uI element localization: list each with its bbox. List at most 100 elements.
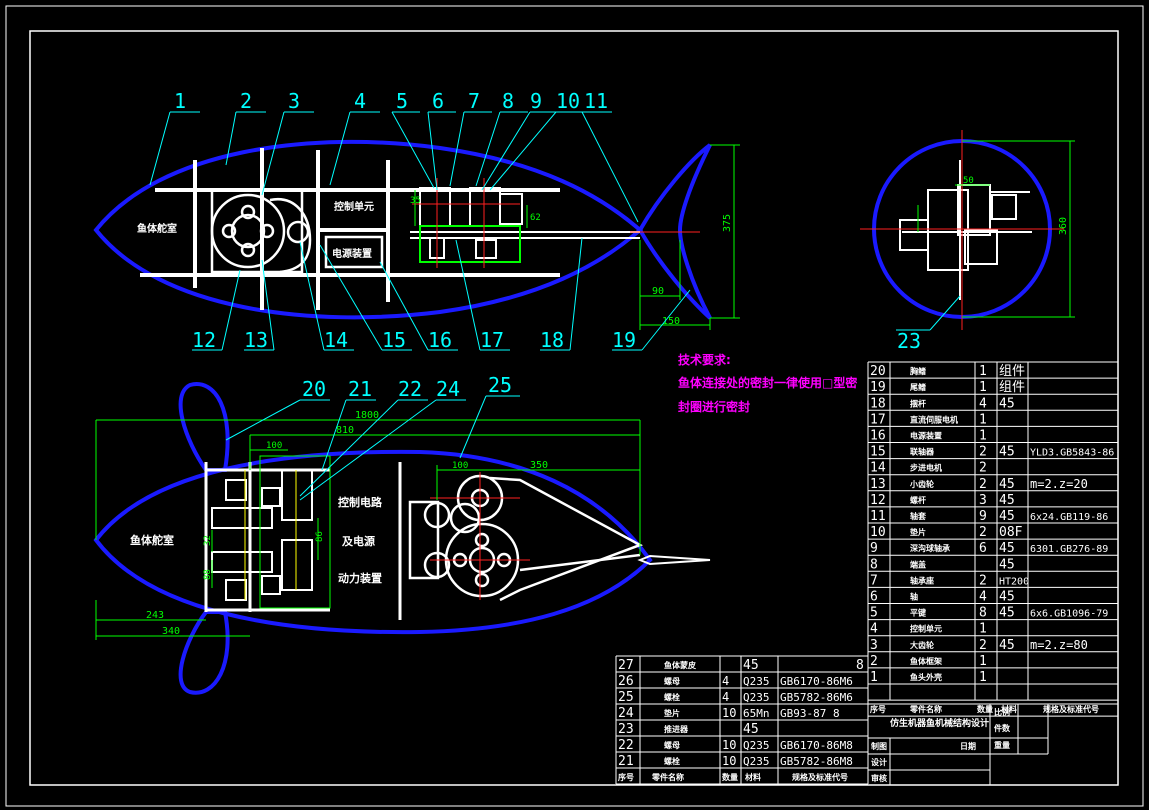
bom-right-no: 13 <box>870 477 886 492</box>
side-gear-assembly <box>210 188 312 274</box>
section-view: 360 50 23 <box>860 130 1075 353</box>
dim-350: 350 <box>530 460 548 471</box>
balloon-9: 9 <box>530 89 542 113</box>
plan-tail-rod <box>637 554 711 566</box>
bom-left-no: 21 <box>618 754 634 769</box>
bom-right-mat: 45 <box>999 590 1015 605</box>
balloon-24: 24 <box>436 377 460 401</box>
bom-left-mat: 45 <box>743 722 759 737</box>
bom-right-qty: 2 <box>979 445 987 460</box>
bom-left-mat: Q235 <box>743 691 770 704</box>
bom-left-no: 26 <box>618 674 634 689</box>
title-block-weight: 重量 <box>994 740 1010 750</box>
bom-left-header-mat: 材料 <box>745 772 761 782</box>
bom-left-no: 25 <box>618 690 634 705</box>
bom-right-name: 端盖 <box>910 559 926 569</box>
dim-100a: 100 <box>266 441 282 451</box>
dim-375: 375 <box>722 214 733 232</box>
bom-right-mat: 45 <box>999 445 1015 460</box>
plan-green-box <box>259 455 331 609</box>
title-block-draw: 制图 <box>871 741 887 751</box>
side-view: 375 90 150 35 62 鱼体舵室 控制单元 电源装置 <box>93 139 740 330</box>
title-block-date: 日期 <box>960 741 976 751</box>
side-balloons-top: 1 2 3 4 5 6 7 8 9 10 11 <box>174 89 608 113</box>
bom-left-no: 24 <box>618 706 634 721</box>
bom-right-name: 胸鳍 <box>910 366 926 376</box>
title-block-parts: 件数 <box>994 723 1011 733</box>
dim-32: 32 <box>203 535 213 546</box>
bom-right-qty: 1 <box>979 622 987 637</box>
bom-right-mat: 组件 <box>999 364 1025 379</box>
bom-right-mat: 45 <box>999 638 1015 653</box>
title-block-scale: 比例 <box>994 707 1010 717</box>
bom-right-mat: HT200 <box>999 576 1029 587</box>
bom-right-mat: 45 <box>999 493 1015 508</box>
bom-left-mat: 65Mn <box>743 707 770 720</box>
bom-right-no: 17 <box>870 412 886 427</box>
plan-gears <box>211 469 313 601</box>
section-centerlines <box>860 130 1064 330</box>
side-label-control: 控制单元 <box>334 200 374 213</box>
bom-right-mat: 组件 <box>999 380 1025 395</box>
bom-left-header-no: 序号 <box>618 772 634 782</box>
side-frame-ribs <box>140 148 560 310</box>
bom-left-name: 推进器 <box>664 724 689 734</box>
bom-right-qty: 2 <box>979 638 987 653</box>
bom-left-qty: 10 <box>722 738 736 752</box>
bom-left-qty: 4 <box>722 674 729 688</box>
side-centerlines <box>412 178 700 268</box>
dim-88: 88 <box>203 569 213 580</box>
bom-left-std: GB93-87 8 <box>780 707 840 720</box>
plan-label-ctrl3: 动力装置 <box>338 571 382 585</box>
section-dimensions <box>917 140 1075 318</box>
tech-notes: 技术要求: 鱼体连接处的密封一律使用□型密 封圈进行密封 <box>678 352 857 414</box>
bom-right-no: 2 <box>870 654 878 669</box>
bom-right-name: 垫片 <box>910 527 926 537</box>
bom-right-qty: 1 <box>979 364 987 379</box>
title-block-check: 审核 <box>871 773 887 783</box>
side-tail-fin <box>637 143 712 320</box>
bom-right-qty: 2 <box>979 477 987 492</box>
bom-right-std: m=2.z=20 <box>1030 477 1088 491</box>
bom-right-no: 16 <box>870 429 886 444</box>
bom-right-qty: 2 <box>979 525 987 540</box>
bom-left-qty: 4 <box>722 690 729 704</box>
bom-left-name: 螺母 <box>664 740 680 750</box>
dim-90: 90 <box>652 286 664 297</box>
bom-right-name: 直流伺服电机 <box>910 414 958 424</box>
dim-360: 360 <box>1058 217 1069 235</box>
bom-right-std: 6x24.GB119-86 <box>1030 512 1108 523</box>
balloon-10: 10 <box>556 89 580 113</box>
balloon-14: 14 <box>324 328 348 352</box>
balloon-12: 12 <box>192 328 216 352</box>
balloon-5: 5 <box>396 89 408 113</box>
bom-left-qty: 10 <box>722 754 736 768</box>
balloon-18: 18 <box>540 328 564 352</box>
bom-right-name: 轴套 <box>910 511 927 521</box>
bom-right-no: 20 <box>870 364 886 379</box>
bom-left-header-qty: 数量 <box>722 772 738 782</box>
plan-label-head: 鱼体舵室 <box>130 533 174 547</box>
bom-right-no: 18 <box>870 396 886 411</box>
side-power-box <box>324 235 384 269</box>
bom-right-qty: 1 <box>979 429 987 444</box>
side-leaders-top <box>149 111 639 223</box>
balloon-20: 20 <box>302 377 326 401</box>
bom-right-no: 11 <box>870 509 886 524</box>
bom-right-no: 14 <box>870 461 886 476</box>
title-block-title: 仿生机器鱼机械结构设计 <box>890 717 989 729</box>
plan-leaders <box>225 395 520 501</box>
dim-86: 86 <box>315 531 325 542</box>
balloon-3: 3 <box>288 89 300 113</box>
tech-notes-line2: 封圈进行密封 <box>678 399 750 414</box>
bom-right-qty: 2 <box>979 573 987 588</box>
dim-1800: 1800 <box>355 410 379 421</box>
balloon-23: 23 <box>897 329 921 353</box>
dim-810: 810 <box>336 425 354 436</box>
bom-right-header-no: 序号 <box>870 704 886 714</box>
bom-right-name: 大齿轮 <box>910 640 934 650</box>
dim-150: 150 <box>662 316 680 327</box>
bom-left-name: 螺栓 <box>664 756 680 766</box>
bom-right-mat: 08F <box>999 525 1023 540</box>
balloon-17: 17 <box>480 328 504 352</box>
